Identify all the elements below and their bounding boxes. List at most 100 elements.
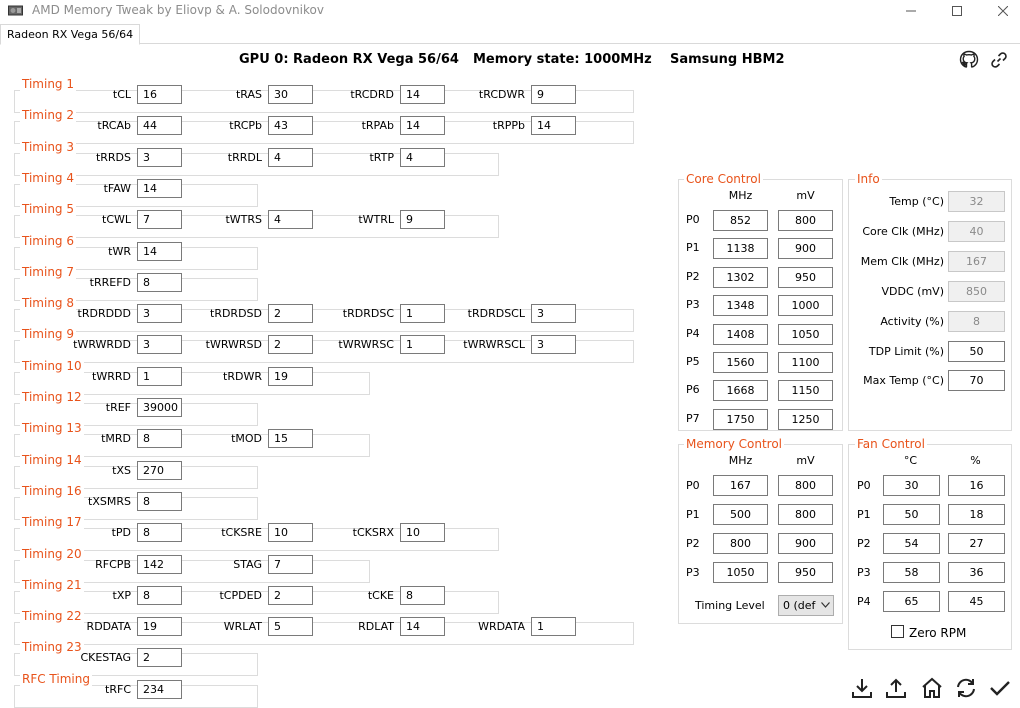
timing-value-input[interactable]: 2 <box>137 648 182 668</box>
timing-value-input[interactable]: 19 <box>268 366 313 386</box>
fan-percent-input[interactable]: 27 <box>948 533 1005 554</box>
core-mv-input[interactable]: 1050 <box>778 323 833 345</box>
timing-group <box>14 183 258 207</box>
minimize-button[interactable] <box>888 0 934 22</box>
close-button[interactable] <box>980 0 1020 22</box>
timing-value-input[interactable]: 9 <box>531 85 576 104</box>
timing-value-input[interactable]: 14 <box>137 178 182 198</box>
refresh-icon[interactable] <box>954 676 978 700</box>
timing-value-input[interactable]: 3 <box>531 335 576 355</box>
apply-check-icon[interactable] <box>988 676 1012 700</box>
timing-value-input[interactable]: 7 <box>268 554 313 574</box>
timing-value-input[interactable]: 14 <box>400 116 445 136</box>
mem-mhz-input[interactable]: 800 <box>713 533 768 554</box>
timing-value-input[interactable]: 9 <box>400 210 445 230</box>
timing-value-input[interactable]: 2 <box>268 585 313 605</box>
fan-percent-input[interactable]: 18 <box>948 504 1005 525</box>
timing-value-input[interactable]: 15 <box>268 429 313 449</box>
core-mhz-input[interactable]: 1668 <box>713 380 768 402</box>
timing-label: tWTRL <box>358 213 394 227</box>
timing-value-input[interactable]: 3 <box>137 335 182 355</box>
fan-percent-input[interactable]: 16 <box>948 475 1005 496</box>
timing-value-input[interactable]: 1 <box>400 304 445 324</box>
timing-value-input[interactable]: 5 <box>268 617 313 637</box>
download-icon[interactable] <box>850 676 874 700</box>
timing-value-input[interactable]: 7 <box>137 210 182 230</box>
timing-value-input[interactable]: 270 <box>137 460 182 480</box>
upload-icon[interactable] <box>884 676 908 700</box>
timing-value-input[interactable]: 8 <box>137 585 182 605</box>
timing-value-input[interactable]: 8 <box>137 523 182 543</box>
core-mhz-input[interactable]: 1138 <box>713 238 768 260</box>
info-value-field[interactable]: 70 <box>948 370 1005 392</box>
core-mhz-input[interactable]: 1408 <box>713 323 768 345</box>
timing-value-input[interactable]: 14 <box>137 241 182 261</box>
timing-value-input[interactable]: 10 <box>400 523 445 543</box>
link-icon[interactable] <box>989 50 1009 70</box>
core-mhz-input[interactable]: 1750 <box>713 408 768 430</box>
tab-gpu[interactable]: Radeon RX Vega 56/64 <box>0 24 141 45</box>
fan-temp-input[interactable]: 54 <box>883 533 940 554</box>
timing-value-input[interactable]: 1 <box>137 366 182 386</box>
fan-temp-input[interactable]: 30 <box>883 475 940 496</box>
fan-temp-input[interactable]: 65 <box>883 591 940 612</box>
core-mv-input[interactable]: 1000 <box>778 295 833 317</box>
tab-bar: Radeon RX Vega 56/64 <box>0 24 1020 45</box>
timing-value-input[interactable]: 4 <box>400 147 445 167</box>
core-mv-input[interactable]: 1250 <box>778 408 833 430</box>
timing-value-input[interactable]: 2 <box>268 304 313 324</box>
mem-mhz-input[interactable]: 167 <box>713 475 768 496</box>
core-mhz-input[interactable]: 1560 <box>713 352 768 373</box>
timing-value-input[interactable]: 43 <box>268 116 313 136</box>
core-mhz-input[interactable]: 852 <box>713 210 768 231</box>
timing-value-input[interactable]: 14 <box>400 85 445 104</box>
fan-percent-input[interactable]: 45 <box>948 591 1005 612</box>
mem-mhz-input[interactable]: 1050 <box>713 562 768 583</box>
timing-label: tXSMRS <box>88 494 131 508</box>
timing-value-input[interactable]: 44 <box>137 116 182 136</box>
timing-value-input[interactable]: 4 <box>268 210 313 230</box>
core-mhz-input[interactable]: 1348 <box>713 295 768 317</box>
timing-value-input[interactable]: 3 <box>137 304 182 324</box>
zero-rpm-checkbox[interactable] <box>891 625 904 638</box>
timing-level-select[interactable]: 0 (def <box>778 595 834 616</box>
github-icon[interactable] <box>959 50 979 70</box>
timing-value-input[interactable]: 8 <box>137 272 182 292</box>
mem-mhz-input[interactable]: 500 <box>713 504 768 525</box>
core-mv-input[interactable]: 900 <box>778 238 833 260</box>
core-mhz-input[interactable]: 1302 <box>713 266 768 288</box>
timing-value-input[interactable]: 8 <box>137 491 182 511</box>
timing-value-input[interactable]: 1 <box>531 617 576 637</box>
mem-mv-input[interactable]: 900 <box>778 533 833 554</box>
mem-mv-input[interactable]: 950 <box>778 562 833 583</box>
timing-value-input[interactable]: 3 <box>137 147 182 167</box>
maximize-icon <box>952 6 962 16</box>
timing-value-input[interactable]: 3 <box>531 304 576 324</box>
fan-temp-input[interactable]: 58 <box>883 562 940 583</box>
mem-mv-input[interactable]: 800 <box>778 504 833 525</box>
timing-value-input[interactable]: 234 <box>137 679 182 699</box>
home-icon[interactable] <box>920 676 944 700</box>
core-mv-input[interactable]: 1150 <box>778 380 833 402</box>
core-mv-input[interactable]: 800 <box>778 210 833 231</box>
timing-value-input[interactable]: 142 <box>137 554 182 574</box>
maximize-button[interactable] <box>934 0 980 22</box>
timing-value-input[interactable]: 19 <box>137 617 182 637</box>
fan-temp-input[interactable]: 50 <box>883 504 940 525</box>
timing-value-input[interactable]: 16 <box>137 85 182 104</box>
timing-value-input[interactable]: 10 <box>268 523 313 543</box>
timing-value-input[interactable]: 8 <box>400 585 445 605</box>
timing-value-input[interactable]: 4 <box>268 147 313 167</box>
timing-value-input[interactable]: 8 <box>137 429 182 449</box>
core-mv-input[interactable]: 1100 <box>778 352 833 373</box>
timing-value-input[interactable]: 2 <box>268 335 313 355</box>
mem-mv-input[interactable]: 800 <box>778 475 833 496</box>
core-mv-input[interactable]: 950 <box>778 266 833 288</box>
timing-value-input[interactable]: 39000 <box>137 398 182 417</box>
timing-value-input[interactable]: 30 <box>268 85 313 104</box>
timing-value-input[interactable]: 14 <box>400 617 445 637</box>
timing-value-input[interactable]: 1 <box>400 335 445 355</box>
fan-percent-input[interactable]: 36 <box>948 562 1005 583</box>
info-value-field[interactable]: 50 <box>948 340 1005 362</box>
timing-value-input[interactable]: 14 <box>531 116 576 136</box>
